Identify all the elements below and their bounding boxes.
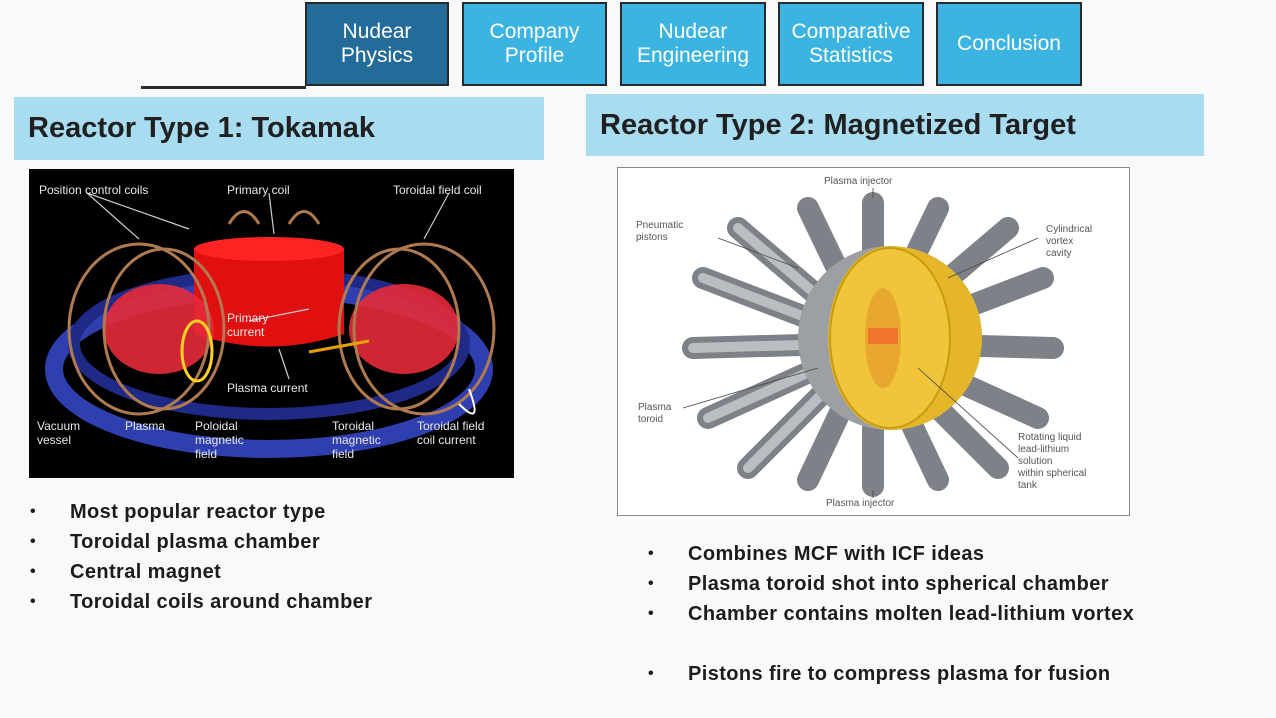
label-toroidal-field: Toroidal magnetic field <box>332 419 381 461</box>
tab-company-profile[interactable]: Company Profile <box>462 2 607 86</box>
magnetized-target-bullet-list: Combines MCF with ICF ideas Plasma toroi… <box>648 539 1208 689</box>
label-pneumatic-pistons: Pneumatic pistons <box>636 220 684 243</box>
tab-nuclear-engineering[interactable]: Nudear Engineering <box>620 2 766 86</box>
tab-comparative-statistics[interactable]: Comparative Statistics <box>778 2 924 86</box>
list-item: Chamber contains molten lead-lithium vor… <box>648 599 1158 659</box>
tokamak-illustration <box>45 192 496 458</box>
magnetized-target-diagram: Plasma injector Pneumatic pistons Cylind… <box>617 167 1130 516</box>
list-item: Pistons fire to compress plasma for fusi… <box>648 659 1208 689</box>
label-plasma-toroid: Plasma toroid <box>638 402 672 425</box>
tab-label: Nudear Physics <box>340 20 414 67</box>
label-toroidal-field-coil-current: Toroidal field coil current <box>417 419 485 447</box>
tokamak-bullet-list: Most popular reactor type Toroidal plasm… <box>30 497 550 617</box>
tab-nuclear-physics[interactable]: Nudear Physics <box>305 2 449 86</box>
tab-conclusion[interactable]: Conclusion <box>936 2 1082 86</box>
list-item: Toroidal coils around chamber <box>30 587 550 617</box>
list-item: Toroidal plasma chamber <box>30 527 550 557</box>
label-vacuum-vessel: Vacuum vessel <box>37 419 81 447</box>
section-title-magnetized-target: Reactor Type 2: Magnetized Target <box>586 94 1204 156</box>
label-rotating-liquid: Rotating liquid lead-lithium solution wi… <box>1018 432 1087 491</box>
label-poloidal-field: Poloidal magnetic field <box>195 419 244 461</box>
section-title-text: Reactor Type 2: Magnetized Target <box>600 108 1076 141</box>
label-toroidal-field-coil: Toroidal field coil <box>393 183 482 197</box>
tab-label: Comparative Statistics <box>791 20 911 67</box>
tokamak-diagram: Position control coils Primary coil Toro… <box>29 169 514 478</box>
label-primary-current: Primary current <box>227 311 269 339</box>
label-position-control-coils: Position control coils <box>39 183 149 197</box>
tab-label: Company Profile <box>489 20 580 67</box>
list-item: Central magnet <box>30 557 550 587</box>
section-title-text: Reactor Type 1: Tokamak <box>28 112 376 144</box>
section-title-tokamak: Reactor Type 1: Tokamak <box>14 97 544 160</box>
nav-underline <box>141 86 306 89</box>
label-plasma: Plasma <box>125 419 166 433</box>
label-plasma-injector-top: Plasma injector <box>824 176 893 187</box>
label-cylindrical-vortex: Cylindrical vortex cavity <box>1046 224 1093 259</box>
list-item: Combines MCF with ICF ideas <box>648 539 1208 569</box>
label-primary-coil: Primary coil <box>227 183 290 197</box>
label-plasma-current: Plasma current <box>227 381 308 395</box>
tab-label: Nudear Engineering <box>636 20 750 67</box>
list-item: Most popular reactor type <box>30 497 550 527</box>
list-item: Plasma toroid shot into spherical chambe… <box>648 569 1208 599</box>
label-plasma-injector-bottom: Plasma injector <box>826 498 895 509</box>
tab-label: Conclusion <box>957 32 1061 55</box>
magnetized-target-illustration <box>682 188 1064 498</box>
